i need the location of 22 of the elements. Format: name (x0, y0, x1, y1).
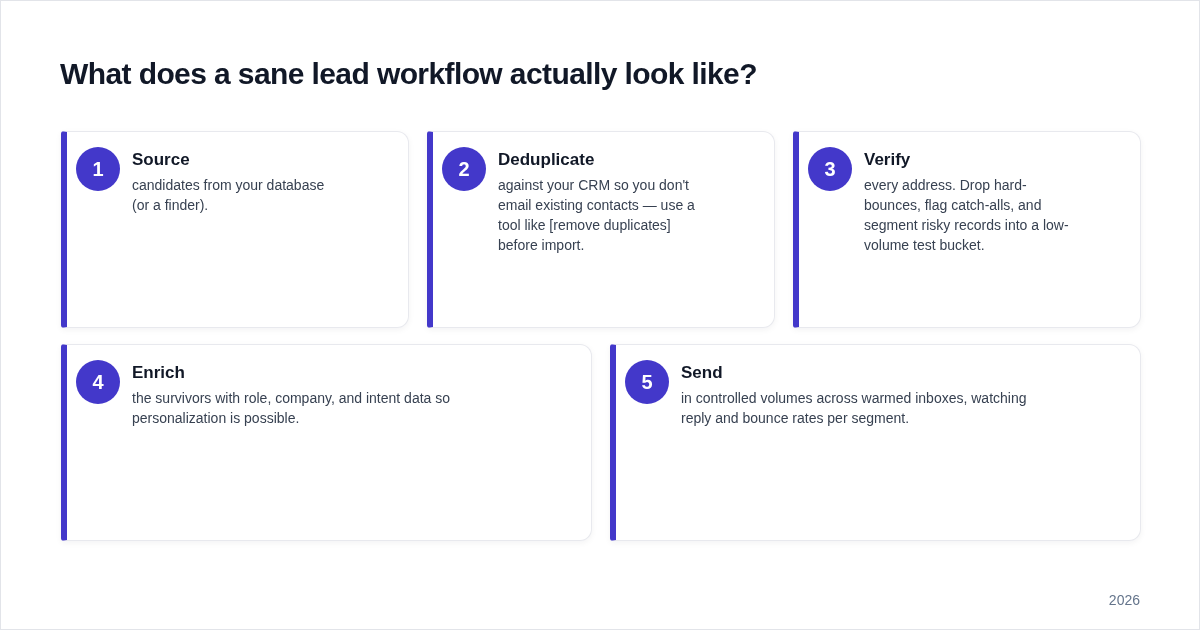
step-description: in controlled volumes across warmed inboxes, watching reply and bounce rates per segment. (681, 389, 1028, 428)
step-number: 5 (625, 360, 669, 404)
page-title: What does a sane lead workflow actually look like? (60, 56, 757, 92)
step-title: Deduplicate (498, 149, 596, 171)
step-title: Enrich (132, 362, 186, 384)
year-label: 2026 (1108, 591, 1140, 609)
step-number: 3 (808, 147, 852, 191)
step-card (610, 344, 1141, 541)
step-title: Verify (864, 149, 912, 171)
step-description: against your CRM so you don't email existing contacts — use a tool like [remove duplicates] before import. (498, 176, 696, 255)
step-card (427, 131, 775, 328)
step-title: Source (132, 149, 191, 171)
step-card (61, 131, 409, 328)
step-description: the survivors with role, company, and intent data so personalization is possible. (132, 389, 451, 428)
step-number: 1 (76, 147, 120, 191)
step-title: Send (681, 362, 724, 384)
step-card (793, 131, 1141, 328)
step-description: every address. Drop hard-bounces, flag catch-alls, and segment risky records into a low-volume test bucket. (864, 176, 1070, 255)
step-number: 2 (442, 147, 486, 191)
step-card (61, 344, 592, 541)
step-number: 4 (76, 360, 120, 404)
step-description: candidates from your database (or a finder). (132, 176, 326, 215)
